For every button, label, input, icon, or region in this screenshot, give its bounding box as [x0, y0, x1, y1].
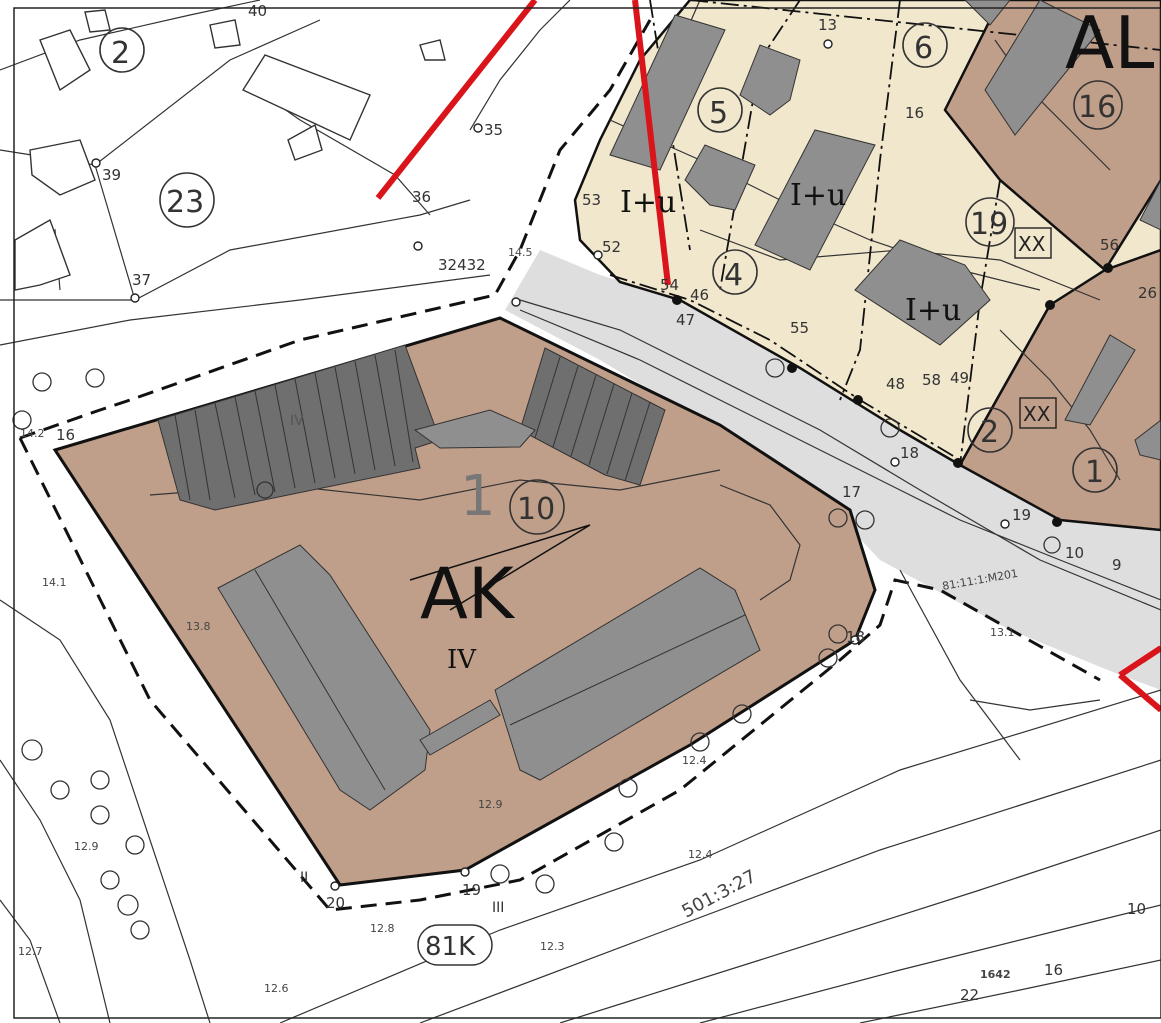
- svg-text:14.1: 14.1: [42, 576, 67, 589]
- svg-text:54: 54: [660, 276, 679, 294]
- boundary-point-dots: [672, 263, 1113, 527]
- xx-box-2: XX: [1023, 402, 1051, 426]
- svg-text:12.9: 12.9: [478, 798, 503, 811]
- buildings-north: [14, 9, 446, 291]
- svg-text:19: 19: [462, 881, 481, 899]
- elevation-labels: 14.1 13.8 12.9 12.4 12.4 12.9 12.8 12.3 …: [18, 427, 1015, 995]
- plot-number-2-east: 2: [980, 415, 999, 450]
- zone-storeys-iv: IV: [447, 645, 477, 675]
- svg-text:16: 16: [905, 104, 924, 122]
- plot-number-19: 19: [970, 207, 1008, 242]
- svg-text:40: 40: [248, 2, 267, 20]
- road-zone: [505, 250, 1161, 690]
- svg-text:14.2: 14.2: [20, 427, 45, 440]
- storey-mark-iii: III: [492, 900, 504, 916]
- block-number: 1: [460, 464, 496, 529]
- xx-box-1: XX: [1018, 232, 1046, 256]
- svg-text:58: 58: [922, 371, 941, 389]
- svg-text:46: 46: [690, 286, 709, 304]
- xx-box-2-frame: [1019, 397, 1057, 429]
- svg-text:19: 19: [1012, 506, 1031, 524]
- svg-text:9: 9: [1112, 556, 1122, 574]
- svg-text:12.9: 12.9: [74, 840, 99, 853]
- svg-text:12.6: 12.6: [264, 982, 289, 995]
- storey-mark-iv: IV: [290, 413, 304, 429]
- svg-text:52: 52: [602, 238, 621, 256]
- plot-number-2-north: 2: [111, 36, 130, 71]
- plot-number-5: 5: [709, 96, 728, 131]
- map-frame: [13, 7, 1161, 1019]
- svg-text:1642: 1642: [980, 968, 1011, 981]
- height-label-1: I+u: [620, 185, 676, 220]
- svg-text:12.3: 12.3: [540, 940, 565, 953]
- svg-text:16: 16: [1044, 961, 1063, 979]
- zone-code-strike: [409, 524, 591, 611]
- svg-text:49: 49: [950, 369, 969, 387]
- plot-number-23: 23: [166, 185, 204, 220]
- svg-text:55: 55: [790, 319, 809, 337]
- svg-text:56: 56: [1100, 236, 1119, 254]
- svg-text:26: 26: [1138, 284, 1157, 302]
- plan-lines-red: [375, 0, 1161, 713]
- zone-code-al: AL: [1065, 1, 1154, 85]
- zone-code-ak: AK: [420, 553, 516, 635]
- height-label-2: I+u: [790, 178, 846, 213]
- svg-text:12.4: 12.4: [682, 754, 707, 767]
- svg-text:39: 39: [102, 166, 121, 184]
- buildings-residential: [609, 0, 1161, 461]
- svg-text:47: 47: [676, 311, 695, 329]
- plot-number-16: 16: [1078, 90, 1116, 125]
- svg-text:12.8: 12.8: [370, 922, 395, 935]
- roof-lines: [174, 349, 746, 791]
- svg-text:22: 22: [960, 986, 979, 1004]
- plot-circle-rings: [99, 22, 1123, 535]
- svg-text:18: 18: [900, 444, 919, 462]
- plot-number-4: 4: [724, 258, 743, 293]
- plot-number-1-east: 1: [1085, 455, 1104, 490]
- svg-text:13.8: 13.8: [186, 620, 211, 633]
- svg-text:10: 10: [1127, 900, 1146, 918]
- svg-text:13: 13: [818, 16, 837, 34]
- svg-text:36: 36: [412, 188, 431, 206]
- svg-text:48: 48: [886, 375, 905, 393]
- svg-text:32432: 32432: [438, 256, 486, 274]
- svg-text:17: 17: [842, 483, 861, 501]
- road-label-frame: [417, 924, 493, 966]
- svg-text:12.4: 12.4: [688, 848, 713, 861]
- svg-text:18: 18: [846, 628, 865, 646]
- svg-text:13.1: 13.1: [990, 626, 1015, 639]
- svg-text:16: 16: [56, 426, 75, 444]
- storey-mark-ii: II: [300, 870, 308, 886]
- plan-boundary-dashed: [19, 19, 652, 440]
- road-label: 81K: [425, 932, 476, 962]
- svg-text:14.5: 14.5: [508, 246, 533, 259]
- plot-number-10: 10: [517, 492, 555, 527]
- svg-text:35: 35: [484, 121, 503, 139]
- svg-text:37: 37: [132, 271, 151, 289]
- plan-boundary-dashed-south: [18, 437, 1101, 912]
- svg-text:12.7: 12.7: [18, 945, 43, 958]
- plot-number-6: 6: [914, 31, 933, 66]
- height-label-3: I+u: [905, 293, 961, 328]
- boundary-point-labels: 40 35 39 36 37 16 32432 14.5 53 52 54 46…: [56, 2, 1157, 1004]
- svg-text:10: 10: [1065, 544, 1084, 562]
- svg-text:53: 53: [582, 191, 601, 209]
- xx-box-1-frame: [1014, 227, 1052, 259]
- boundary-point-rings: [91, 39, 1010, 891]
- tree-symbols: [12, 358, 1061, 940]
- svg-text:20: 20: [326, 894, 345, 912]
